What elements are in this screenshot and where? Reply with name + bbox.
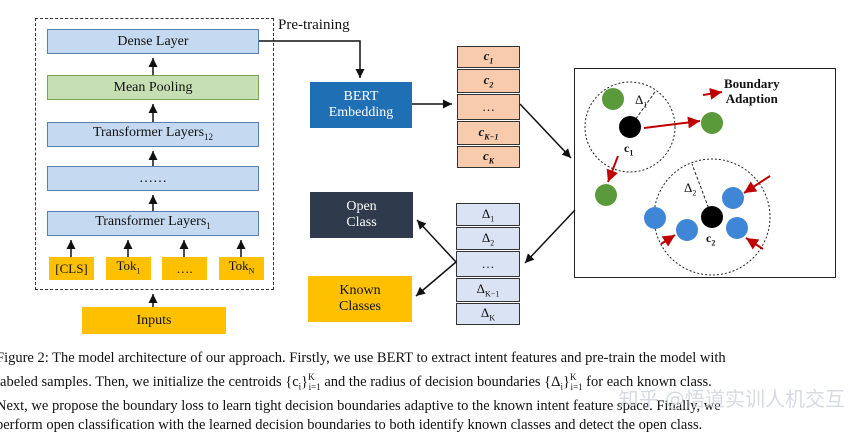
transformer-bottom-label: Transformer Layers1 [95,213,211,231]
transformer-top-label: Transformer Layers12 [92,124,214,142]
flow-arrows [412,99,576,297]
delta-cell: Δ1 [456,203,520,226]
centroid-cell: cK [457,146,520,168]
transformer-layers-bottom-box: Transformer Layers1 [47,211,259,236]
centroid-cell: c2 [457,69,520,93]
transformer-middle-box: …… [47,166,259,191]
delta1-label: Δ1 [635,92,648,110]
boundary-circles [584,81,771,276]
caption-line-4: perform open classification with the lea… [0,416,703,433]
caption-line-2: labeled samples. Then, we initialize the… [0,372,712,392]
token-ellipsis: …. [162,257,207,280]
pretraining-arrow [259,40,365,78]
delta2-label: Δ2 [684,180,697,198]
c2-label: c2 [706,231,716,248]
token-1: Tok1 [106,257,151,280]
caption-line-1: Figure 2: The model architecture of our … [0,350,726,366]
radius-lines [629,91,713,218]
pretraining-label: Pre-training [278,17,350,33]
boundary-adaption-arrows [606,87,771,250]
centroid-points [619,116,723,228]
watermark: 知乎 @悟道实训人机交互 [618,387,845,411]
delta-cell: … [456,251,520,277]
transformer-layers-top-box: Transformer Layers12 [47,122,259,147]
figure-caption: Figure 2: The model architecture of our … [0,349,851,435]
mean-pooling-label: Mean Pooling [113,79,193,95]
delta-cell: ΔK−1 [456,278,520,302]
token-n: TokN [219,257,264,280]
token-cls: [CLS] [49,257,94,280]
mean-pooling-box: Mean Pooling [47,75,259,100]
delta-cell: ΔK [456,303,520,325]
centroid-cell: c1 [457,46,520,68]
blue-points [644,187,748,241]
centroid-cell: cK−1 [457,121,520,145]
dense-layer-box: Dense Layer [47,29,259,54]
caption-line-3: Next, we propose the boundary loss to le… [0,397,721,414]
c1-label: c1 [624,141,634,158]
green-points [595,88,723,206]
middle-dots-label: …… [139,170,167,186]
dense-layer-label: Dense Layer [117,33,189,49]
inputs-box: Inputs [82,307,226,334]
encoder-container [35,18,274,290]
centroid-cell: … [457,94,520,120]
delta-cell: Δ2 [456,227,520,250]
boundary-panel [574,68,836,278]
encoder-arrows [66,58,246,307]
boundary-adaption-legend: Boundary Adaption [724,76,780,106]
